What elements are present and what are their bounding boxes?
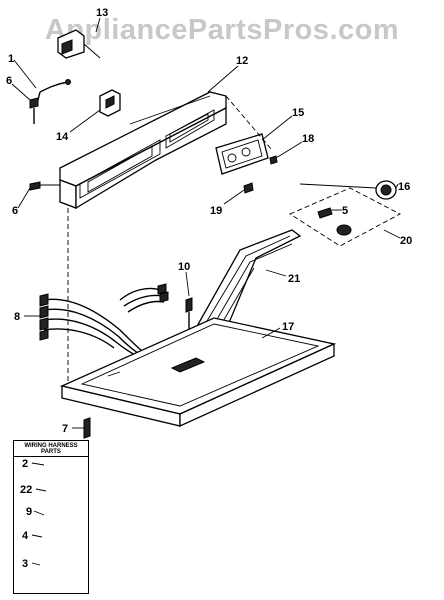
callout-5: 5 [342,205,348,217]
callout-14: 14 [56,131,69,143]
callout-12: 12 [236,55,248,67]
callout-16: 16 [398,181,410,193]
callout-10: 10 [178,261,190,273]
callout-7: 7 [62,423,68,435]
callout-21: 21 [288,273,300,285]
callout-1: 1 [8,53,14,65]
callout-22: 22 [20,484,32,496]
callout-2: 2 [22,458,28,470]
callout-15: 15 [292,107,304,119]
watermark: AppliancePartsPros.com [44,14,400,46]
control-knob [299,180,397,200]
screw-7 [83,417,91,439]
leader-lines [11,17,401,429]
wiring-harness [39,283,169,361]
retaining-clip [269,155,278,165]
alignment-line-console [225,95,273,151]
control-console [59,91,227,210]
timer-bracket [57,29,101,59]
callout-18: 18 [302,133,314,145]
callout-8: 8 [14,311,20,323]
callout-6-upper: 6 [6,75,12,87]
dryer-top [59,317,337,428]
callout-labels: 13 1 6 12 14 15 18 16 5 19 6 20 21 10 8 … [6,7,412,435]
callout-17: 17 [282,321,294,333]
push-switch [99,89,121,117]
control-panel [215,133,269,175]
callout-13: 13 [96,7,108,19]
legend-title: WIRING HARNESS PARTS [14,443,88,457]
legend-callouts: 2 22 9 4 3 [20,458,47,570]
knob-kit-outline [289,187,401,247]
screw-19 [243,182,254,194]
wire-lead [37,79,71,101]
callout-4: 4 [22,530,29,542]
callout-9: 9 [26,506,32,518]
callout-6-lower: 6 [12,205,18,217]
callout-19: 19 [210,205,222,217]
callout-20: 20 [400,235,412,247]
screw-upper [29,97,39,124]
callout-3: 3 [22,558,28,570]
screw-lower [29,181,60,191]
wiring-harness-parts-box: WIRING HARNESS PARTS 2 22 9 4 3 [13,440,89,594]
air-duct [194,229,302,331]
